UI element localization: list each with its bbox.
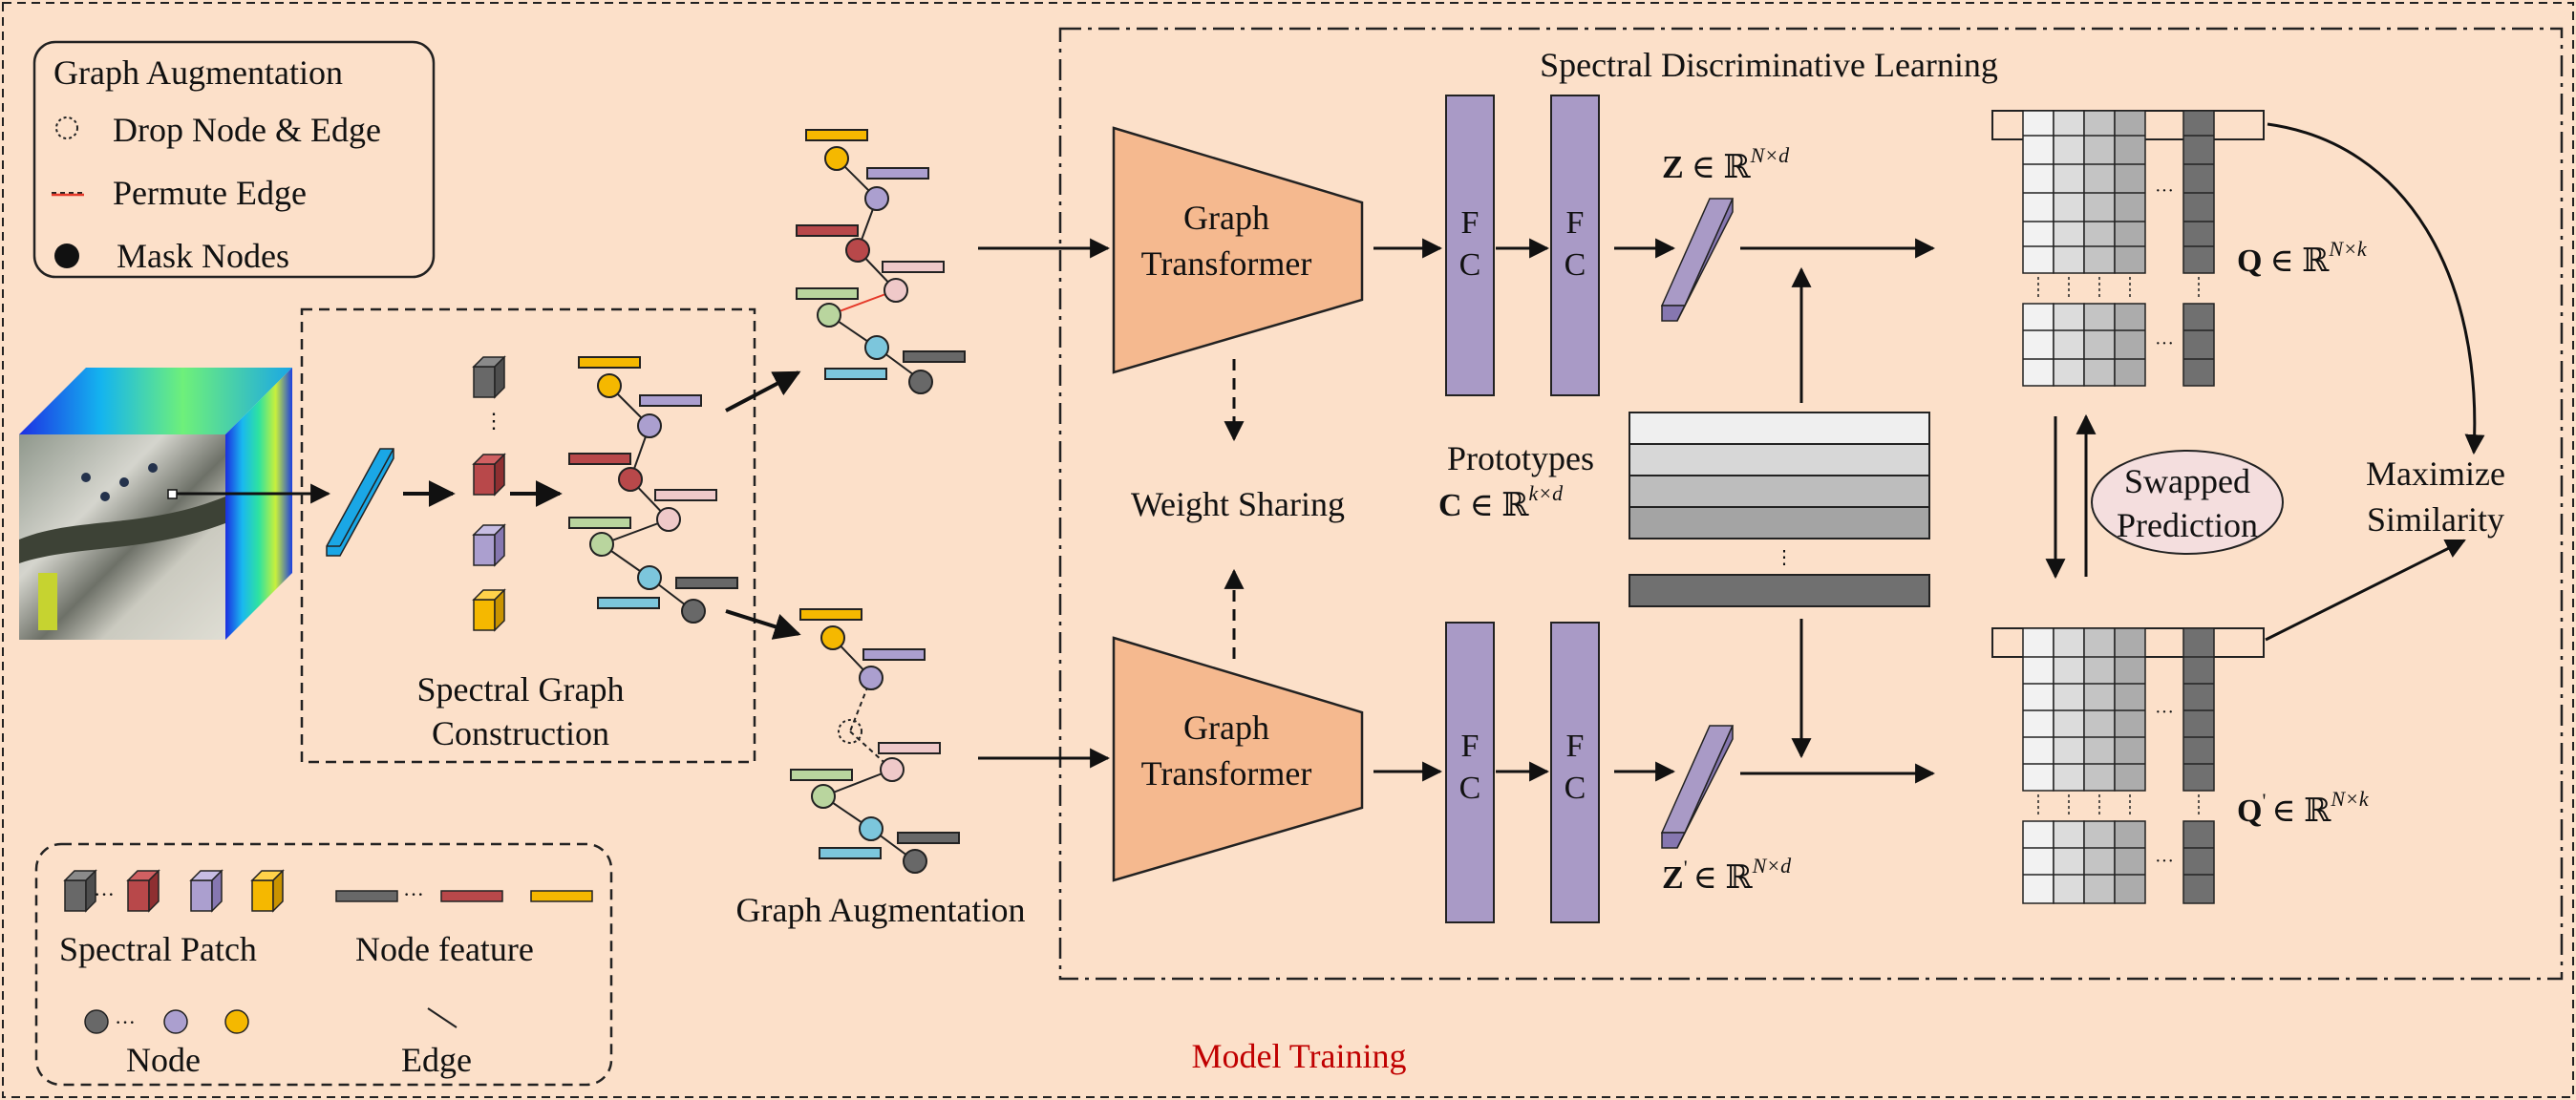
- svg-text:F: F: [1566, 729, 1585, 764]
- spectral-graph: [568, 356, 738, 624]
- q-matrix-bottom: ··· ···: [1991, 627, 2265, 904]
- svg-text:F: F: [1566, 205, 1585, 241]
- mask-node-icon: [54, 243, 79, 268]
- svg-text:···: ···: [2155, 180, 2174, 201]
- graph-transformer-top: Graph Transformer: [1112, 126, 1364, 374]
- legend-title: Graph Augmentation: [53, 53, 343, 92]
- legend-mask-nodes: Mask Nodes: [117, 237, 289, 275]
- prototype-matrix: ⋮: [1629, 412, 1930, 607]
- spectral-vector: [326, 448, 394, 557]
- key-node-feature: Node feature: [355, 930, 534, 968]
- legend-permute-edge: Permute Edge: [113, 174, 307, 212]
- construction-line2: Construction: [432, 714, 609, 752]
- z-top-label: Z∈ ℝN×d: [1662, 143, 1790, 185]
- construction-line1: Spectral Graph: [417, 670, 625, 709]
- svg-text:Graph: Graph: [1183, 199, 1269, 237]
- svg-text:C: C: [1565, 247, 1586, 283]
- to-aug-bottom-arrow: [725, 609, 801, 640]
- q-matrix-top: ··· ···: [1991, 110, 2265, 387]
- patch-column: ⋮: [472, 355, 506, 632]
- z-embedding-top: [1660, 198, 1735, 322]
- prototypes-label: Prototypes: [1447, 439, 1594, 477]
- to-aug-top-arrow: [725, 370, 801, 412]
- learning-title: Spectral Discriminative Learning: [1540, 46, 1998, 84]
- graph-augmentation-label: Graph Augmentation: [736, 891, 1026, 929]
- prototypes-formula: C∈ ℝk×d: [1438, 481, 1564, 523]
- q-bottom-to-similarity-arrow: [2265, 539, 2466, 642]
- svg-text:···: ···: [403, 882, 424, 906]
- node-icons: ···: [84, 1009, 249, 1034]
- fc-layer-top-2: F C: [1550, 95, 1600, 396]
- symbol-key: ··· Spectral Patch ··· Node feature ··· …: [34, 842, 613, 1087]
- q-top-label: Q∈ ℝN×k: [2237, 237, 2368, 279]
- svg-text:Transformer: Transformer: [1141, 754, 1312, 793]
- model-training-label: Model Training: [1191, 1037, 1406, 1075]
- hyperspectral-cube: [19, 368, 292, 640]
- svg-text:···: ···: [94, 882, 115, 906]
- svg-text:Prediction: Prediction: [2117, 506, 2258, 544]
- svg-text:C: C: [1565, 771, 1586, 806]
- weight-sharing-label: Weight Sharing: [1131, 485, 1345, 523]
- pixel-marker: [167, 489, 178, 499]
- svg-text:···: ···: [2155, 702, 2174, 723]
- svg-text:···: ···: [115, 1010, 136, 1034]
- node-feature-icons: ···: [335, 882, 593, 906]
- svg-text:···: ···: [2155, 333, 2174, 354]
- key-edge: Edge: [401, 1041, 472, 1079]
- maximize-line1: Maximize: [2366, 455, 2505, 493]
- svg-text:F: F: [1461, 729, 1480, 764]
- svg-text:···: ···: [2155, 851, 2174, 872]
- key-spectral-patch: Spectral Patch: [59, 930, 257, 968]
- spectral-patch-icons: ···: [63, 869, 285, 913]
- swapped-prediction: Swapped Prediction: [2091, 450, 2284, 555]
- svg-text:⋮: ⋮: [483, 409, 504, 433]
- augmentation-legend: Graph Augmentation Drop Node & Edge Perm…: [32, 40, 436, 279]
- edge-icon: [427, 1007, 458, 1028]
- svg-text:F: F: [1461, 205, 1480, 241]
- z-embedding-bottom: [1660, 725, 1735, 849]
- svg-text:Transformer: Transformer: [1141, 244, 1312, 283]
- key-node: Node: [126, 1041, 201, 1079]
- learning-frame: [1058, 27, 2564, 981]
- augmented-graph-top: [796, 129, 966, 394]
- svg-text:Graph: Graph: [1183, 709, 1269, 747]
- svg-text:Swapped: Swapped: [2124, 462, 2250, 500]
- q-bottom-label: Q'∈ ℝN×k: [2237, 787, 2370, 829]
- q-top-to-similarity-arrow: [2267, 122, 2485, 455]
- legend-drop-node: Drop Node & Edge: [113, 111, 381, 149]
- fc-layer-top-1: F C: [1445, 95, 1495, 396]
- maximize-line2: Similarity: [2367, 500, 2504, 539]
- graph-transformer-bottom: Graph Transformer: [1112, 636, 1364, 882]
- svg-text:C: C: [1459, 771, 1481, 806]
- svg-text:C: C: [1459, 247, 1481, 283]
- fc-layer-bottom-1: F C: [1445, 622, 1495, 923]
- augmented-graph-bottom: [790, 608, 960, 874]
- drop-node-icon: [55, 116, 78, 139]
- svg-text:⋮: ⋮: [1775, 547, 1794, 568]
- z-bottom-label: Z'∈ ℝN×d: [1662, 854, 1792, 896]
- fc-layer-bottom-2: F C: [1550, 622, 1600, 923]
- construction-box: [300, 307, 756, 764]
